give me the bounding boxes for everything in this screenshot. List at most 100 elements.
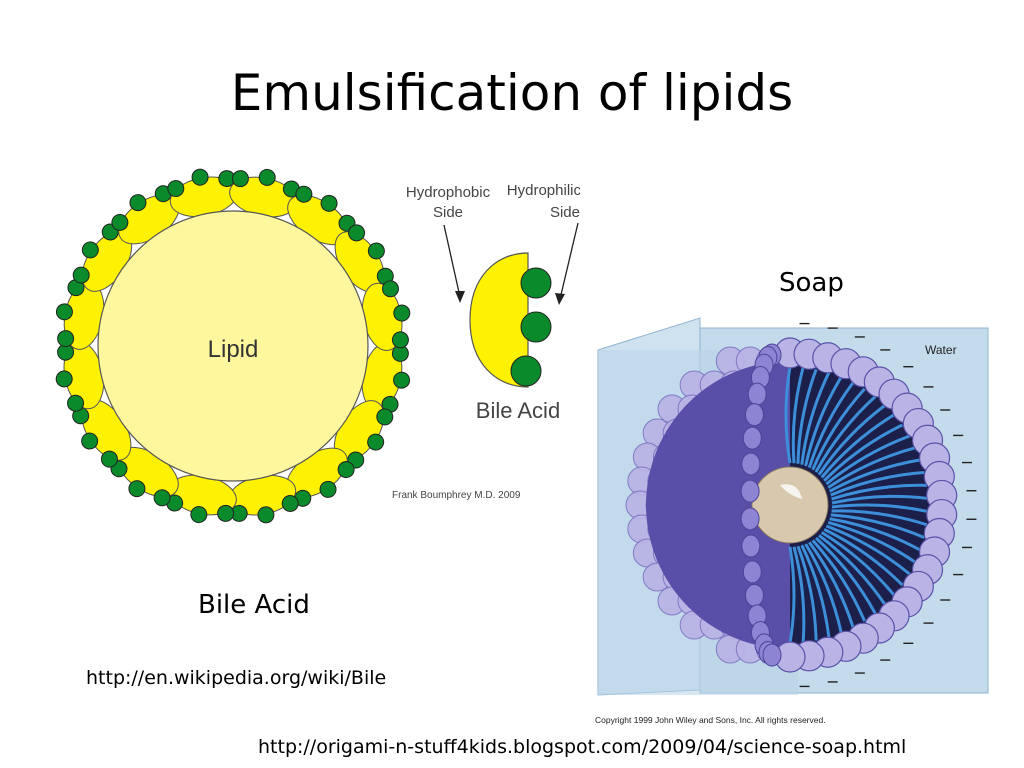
rim-head: [747, 382, 767, 406]
ring-hydrophilic-head: [100, 450, 118, 468]
soap-tail: [814, 395, 877, 473]
ring-hydrophilic-head: [55, 303, 73, 321]
ring-hydrophilic-head: [72, 266, 90, 284]
soap-tail: [827, 520, 917, 564]
ring-hydrophilic-head: [57, 330, 75, 348]
soap-tail: [792, 546, 806, 643]
oil-core: [751, 466, 829, 544]
soap-tail: [800, 544, 831, 638]
soap-tail: [820, 531, 896, 597]
ring-bile-acid: [167, 168, 238, 218]
soap-tail: [808, 541, 855, 629]
ring-hydrophilic-head: [55, 370, 73, 388]
soap-tail: [825, 434, 911, 486]
soap-tail: [828, 458, 921, 493]
ring-hydrophilic-head: [190, 506, 208, 524]
lipid-label: Lipid: [208, 336, 259, 363]
rim-head: [744, 403, 764, 427]
soap-source-link[interactable]: http://origami-n-stuff4kids.blogspot.com…: [258, 736, 907, 758]
ring-hydrophilic-head: [191, 168, 209, 186]
soap-tail: [807, 381, 855, 469]
slide-title: Emulsification of lipids: [230, 64, 794, 122]
ring-hydrophilic-head: [281, 494, 299, 512]
ring-hydrophilic-head: [257, 506, 275, 524]
ring-hydrophilic-head: [295, 185, 313, 203]
rim-head: [741, 452, 761, 476]
copyright-text: Copyright 1999 John Wiley and Sons, Inc.…: [595, 715, 826, 725]
ring-hydrophilic-head: [381, 280, 399, 298]
soap-tail: [800, 371, 831, 465]
hydrophobic-arrow-head: [455, 291, 465, 303]
soap-tail: [811, 387, 866, 471]
soap-tail: [820, 413, 896, 479]
hydrophilic-head: [520, 267, 552, 299]
ring-hydrophilic-head: [348, 224, 366, 242]
ring-hydrophilic-head: [217, 504, 235, 522]
rim-head: [742, 426, 762, 450]
soap-tail: [796, 368, 818, 464]
soap-tail: [791, 367, 805, 464]
bile-acid-molecule: [469, 252, 552, 388]
ring-hydrophilic-head: [319, 480, 337, 498]
bile-acid-caption: Bile Acid: [198, 590, 310, 620]
bile-acid-diagram: Lipid Hydrophobic Side Hydrophilic Side …: [55, 168, 580, 524]
soap-tail: [831, 509, 928, 527]
ring-bile-acid: [55, 279, 105, 350]
rim-head: [740, 479, 760, 503]
micelle-cutaway: [646, 337, 958, 673]
ring-bile-acid: [55, 341, 105, 412]
soap-tail: [804, 376, 843, 467]
rim-head: [740, 507, 760, 531]
ring-hydrophilic-head: [129, 194, 147, 212]
ring-bile-acid: [287, 185, 356, 246]
soap-tail: [804, 543, 843, 634]
soap-tail: [788, 546, 796, 644]
hydrophilic-head: [520, 311, 552, 343]
ring-hydrophilic-head: [367, 433, 385, 451]
negative-charges: [799, 322, 977, 688]
soap-tail: [830, 470, 925, 497]
ring-hydrophilic-head: [111, 213, 129, 231]
soap-tail: [817, 403, 887, 476]
soap-tail: [829, 517, 922, 552]
ring-bile-acid: [361, 280, 411, 351]
hydrophobic-label-line2: Side: [433, 204, 463, 221]
hydrophilic-label-line1: Hydrophilic: [507, 182, 580, 199]
ring-hydrophilic-head: [153, 489, 171, 507]
hydrophobic-side: [469, 252, 529, 388]
hydrophilic-arrow: [559, 222, 579, 300]
oil-core-highlight: [780, 484, 802, 499]
soap-tail: [784, 366, 792, 464]
ring-hydrophilic-head: [258, 168, 276, 186]
ring-hydrophilic-head: [81, 432, 99, 450]
ring-hydrophilic-head: [167, 180, 185, 198]
soap-tail: [823, 423, 904, 482]
hydrophobic-label-line1: Hydrophobic: [406, 184, 491, 201]
ring-bile-acid: [229, 168, 300, 218]
lipid-droplet: [97, 210, 369, 482]
soap-tail: [831, 503, 929, 514]
ring-hydrophilic-head: [81, 241, 99, 259]
rim-head: [742, 560, 762, 584]
molecule-label: Bile Acid: [476, 398, 560, 423]
water-label: Water: [925, 343, 957, 357]
ring-hydrophilic-head: [320, 194, 338, 212]
hydrophilic-arrow-head: [555, 293, 565, 305]
soap-tail: [830, 513, 925, 539]
hydrophilic-head: [510, 355, 542, 387]
ring-hydrophilic-head: [393, 371, 411, 389]
soap-micelle-diagram: Water Copyright 1999 John Wiley and Sons…: [595, 317, 989, 725]
soap-tail: [814, 536, 877, 615]
ring-hydrophilic-head: [128, 480, 146, 498]
soap-tail: [825, 524, 911, 576]
rim-head: [744, 583, 764, 607]
bile-source-link[interactable]: http://en.wikipedia.org/wiki/Bile: [86, 667, 387, 689]
hydrophilic-label-line2: Side: [550, 204, 580, 221]
ring-hydrophilic-head: [376, 408, 394, 426]
ring-hydrophilic-head: [367, 242, 385, 260]
soap-tail: [796, 545, 818, 641]
ring-hydrophilic-head: [67, 394, 85, 412]
soap-tail: [827, 446, 916, 489]
ring-bile-acid: [361, 342, 411, 413]
soap-tail: [831, 483, 927, 501]
